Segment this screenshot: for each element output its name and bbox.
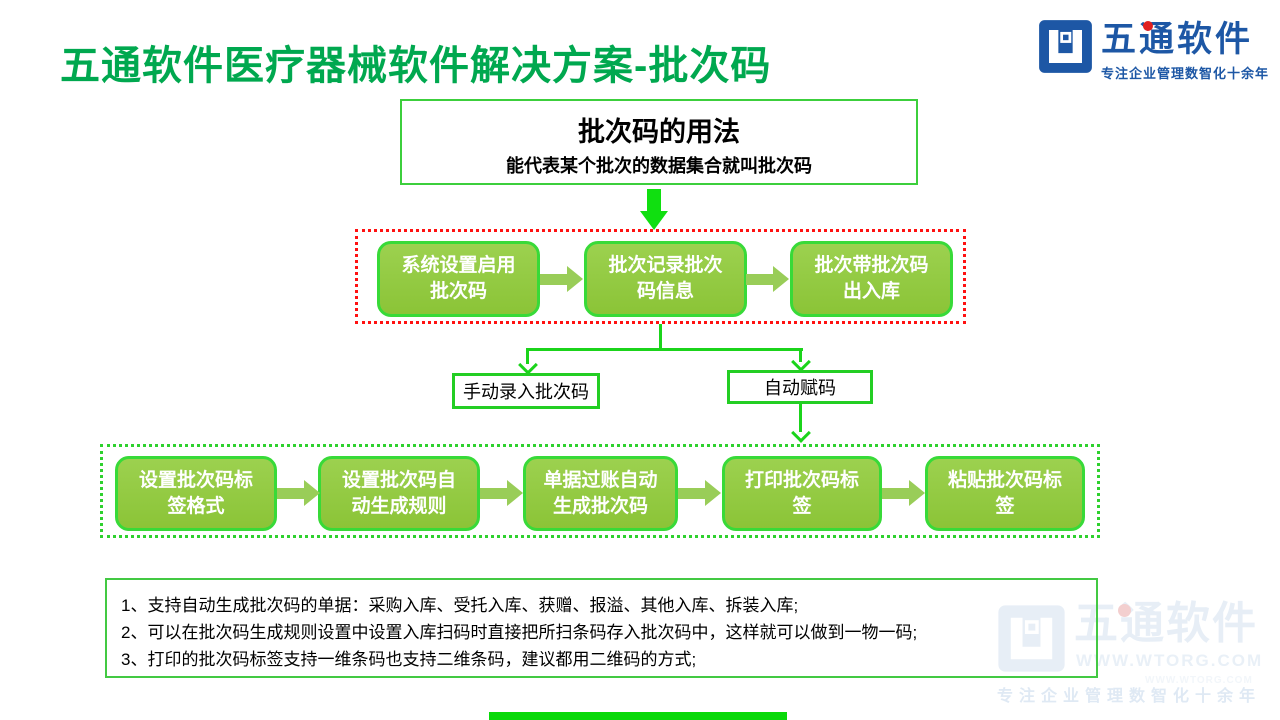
usage-box-title: 批次码的用法 <box>578 117 740 147</box>
usage-box-subtitle: 能代表某个批次的数据集合就叫批次码 <box>506 156 812 176</box>
arrowhead-down-icon <box>791 423 811 443</box>
note-line: 2、可以在批次码生成规则设置中设置入库扫码时直接把所扫条码存入批次码中，这样就可… <box>121 623 918 642</box>
logo-wordmark: 五通软件 <box>1101 20 1254 59</box>
watermark-wordmark: 五通软件 <box>1074 599 1258 648</box>
watermark-url-ghost: WWW.WTORG.COM <box>1145 675 1253 686</box>
arrowhead-down-icon <box>791 352 811 372</box>
connector-line <box>659 324 662 349</box>
flow-step-label-format: 设置批次码标 签格式 <box>115 456 277 531</box>
right-arrow-icon <box>746 266 789 292</box>
connector-line <box>799 404 802 432</box>
right-arrow-icon <box>540 266 583 292</box>
connector-line <box>527 348 803 351</box>
flow-step-auto-generate: 单据过账自动 生成批次码 <box>523 456 678 531</box>
logo-tagline: 专注企业管理数智化十余年 <box>1101 66 1270 81</box>
connector-line <box>799 348 802 362</box>
usage-definition-box: 批次码的用法 能代表某个批次的数据集合就叫批次码 <box>400 99 918 185</box>
notes-box: 1、支持自动生成批次码的单据：采购入库、受托入库、获赠、报溢、其他入库、拆装入库… <box>105 578 1098 678</box>
watermark-logo-icon <box>998 605 1065 672</box>
watermark-url: WWW.WTORG.COM <box>1076 651 1264 670</box>
right-arrow-icon <box>678 480 721 506</box>
connector-line <box>526 348 529 364</box>
right-arrow-icon <box>277 480 320 506</box>
bottom-flow-green-frame <box>100 444 1100 538</box>
page-title: 五通软件医疗器械软件解决方案-批次码 <box>60 44 772 88</box>
arrowhead-down-icon <box>518 355 538 375</box>
top-flow-red-frame <box>355 229 966 324</box>
branch-manual-entry: 手动录入批次码 <box>452 373 600 409</box>
flow-step-paste-label: 粘贴批次码标 签 <box>925 456 1085 531</box>
note-line: 1、支持自动生成批次码的单据：采购入库、受托入库、获赠、报溢、其他入库、拆装入库… <box>121 596 799 615</box>
watermark-tagline: 专注企业管理数智化十余年 <box>997 688 1262 705</box>
watermark-red-dot-icon <box>1118 604 1131 617</box>
bottom-accent-bar <box>489 712 787 720</box>
note-line: 3、打印的批次码标签支持一维条码也支持二维条码，建议都用二维码的方式; <box>121 650 697 669</box>
wutong-logo-icon <box>1039 20 1092 73</box>
right-arrow-icon <box>480 480 523 506</box>
flow-step-enable-batch-code: 系统设置启用 批次码 <box>377 241 540 317</box>
down-arrow-icon <box>647 189 661 212</box>
flow-step-auto-rule: 设置批次码自 动生成规则 <box>318 456 480 531</box>
branch-auto-assign: 自动赋码 <box>727 370 873 404</box>
logo-red-dot-icon <box>1143 21 1153 31</box>
down-arrow-head-icon <box>640 211 668 230</box>
right-arrow-icon <box>882 480 925 506</box>
flow-step-print-label: 打印批次码标 签 <box>722 456 882 531</box>
flow-step-in-out-warehouse: 批次带批次码 出入库 <box>790 241 953 317</box>
flow-step-record-batch-info: 批次记录批次 码信息 <box>584 241 747 317</box>
